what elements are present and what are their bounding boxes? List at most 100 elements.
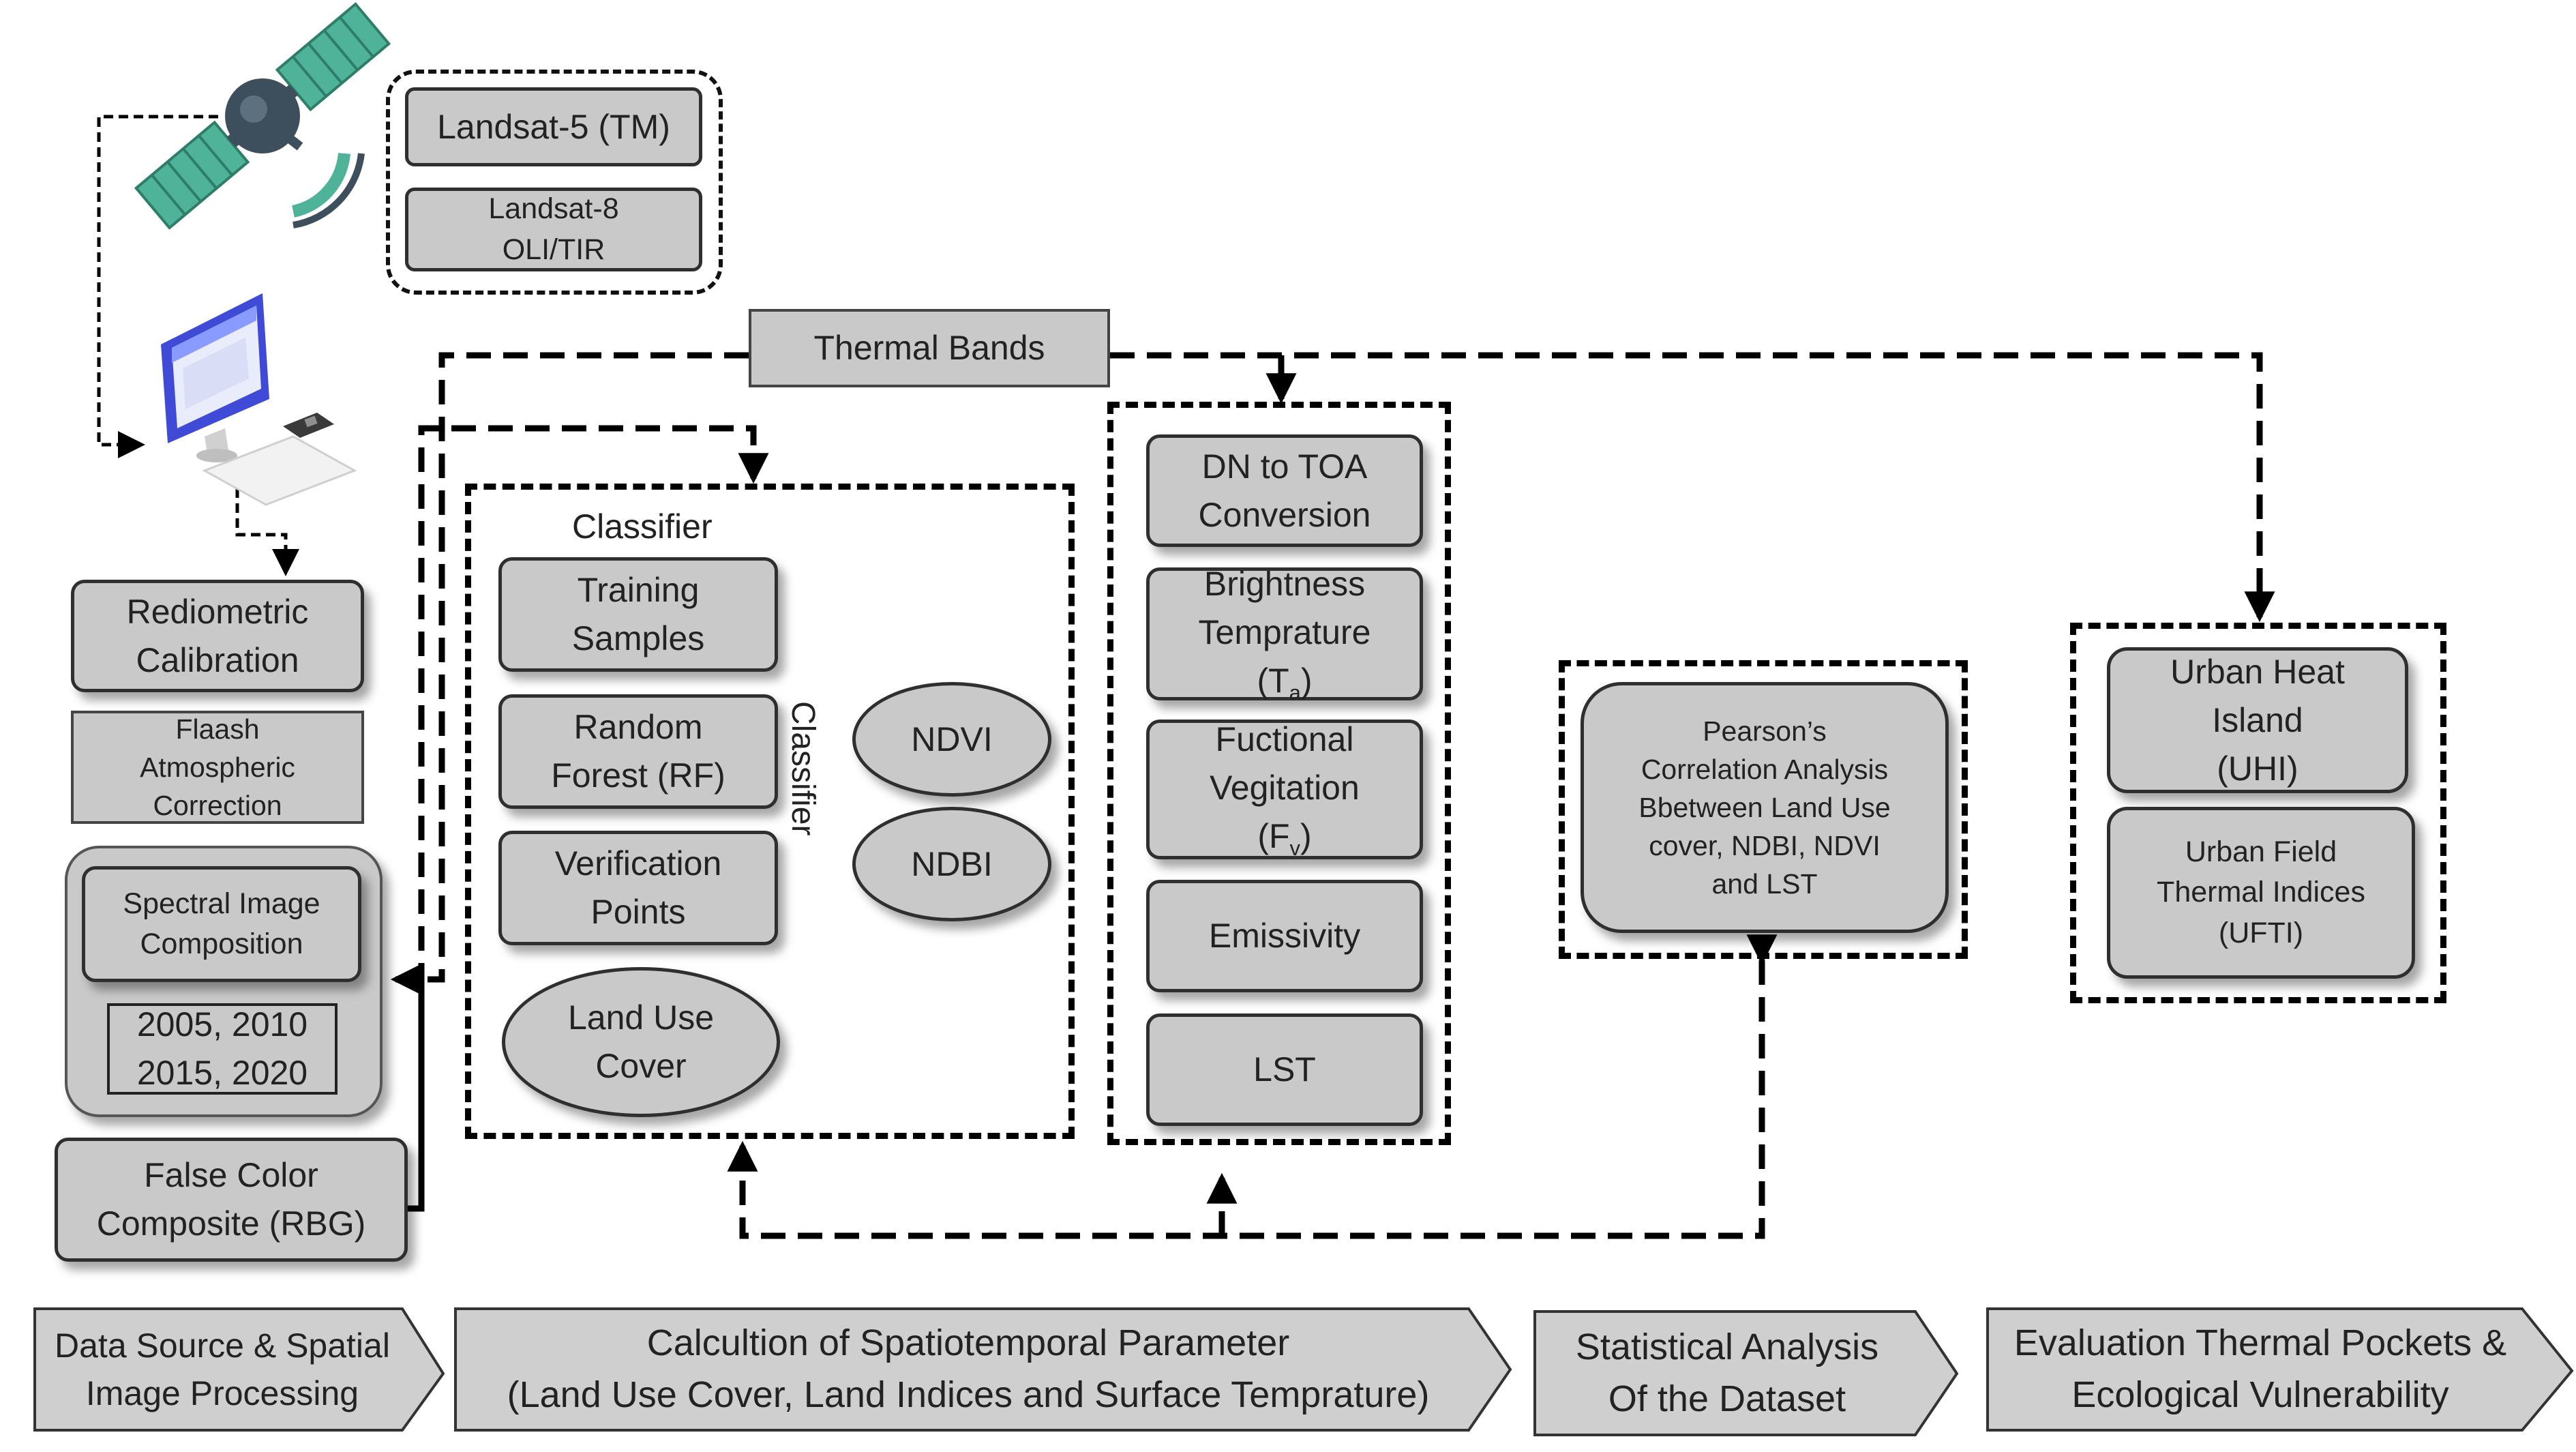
stage-3-line-2: Of the Dataset	[1608, 1378, 1846, 1419]
years-line-1: 2005, 2010	[136, 1005, 308, 1043]
emissivity-box: Emissivity	[1146, 880, 1423, 992]
dn-toa-line-2: Conversion	[1198, 495, 1371, 534]
training-line-1: Training	[577, 571, 700, 609]
stage-chevron-1	[33, 1307, 445, 1432]
brightness-temperature-box: Brightness Temprature (Ta)	[1146, 565, 1423, 705]
ndbi-ellipse: NDBI	[852, 807, 1051, 921]
uhi-line-1: Urban Heat	[2170, 652, 2345, 691]
stage-2-line-1: Calcultion of Spatiotemporal Parameter	[646, 1322, 1290, 1364]
connector-left-to-classifier	[418, 425, 769, 1209]
land-use-line-1: Land Use	[567, 998, 715, 1037]
training-samples-box: Training Samples	[498, 557, 778, 672]
stage-4-line-2: Ecological Vulnerability	[2071, 1374, 2449, 1415]
thermal-bands-box: Thermal Bands	[749, 309, 1110, 387]
uhi-line-2: Island	[2212, 700, 2303, 739]
landsat8-box: Landsat-8 OLI/TIR	[405, 188, 702, 271]
random-forest-line-2: Forest (RF)	[551, 756, 725, 795]
ndbi-label: NDBI	[911, 844, 993, 883]
stage-3-line-1: Statistical Analysis	[1575, 1326, 1879, 1367]
land-use-cover-ellipse: Land Use Cover	[502, 967, 780, 1117]
spectral-image-box: Spectral Image Composition	[82, 866, 361, 982]
lst-calculation-group	[1107, 402, 1451, 1145]
stage-label-4: Evaluation Thermal Pockets & Ecological …	[1991, 1309, 2530, 1430]
stage-1-line-1: Data Source & Spatial	[55, 1327, 390, 1365]
landsat8-line-2: OLI/TIR	[502, 233, 605, 266]
ufti-line-3: (UFTI)	[2218, 916, 2304, 949]
connector-bottom-feedback	[727, 934, 1778, 1239]
random-forest-box: Random Forest (RF)	[498, 694, 778, 809]
radiometric-line-1: Rediometric	[126, 592, 309, 631]
stage-label-2: Calcultion of Spatiotemporal Parameter (…	[470, 1309, 1466, 1430]
verification-points-box: Verification Points	[498, 831, 778, 945]
brightness-line-1: Brightness	[1203, 565, 1366, 603]
data-source-group	[386, 70, 723, 295]
spectral-line-2: Composition	[140, 928, 303, 960]
flaash-line-3: Correction	[153, 790, 282, 822]
radiometric-line-2: Calibration	[136, 640, 299, 679]
stage-label-1: Data Source & Spatial Image Processing	[42, 1309, 403, 1430]
stage-chevron-2	[454, 1307, 1512, 1432]
satellite-icon	[134, 2, 391, 230]
false-color-line-1: False Color	[144, 1156, 318, 1194]
stage-2-line-2: (Land Use Cover, Land Indices and Surfac…	[507, 1374, 1430, 1415]
fractional-line-2: Vegitation	[1210, 769, 1360, 807]
brightness-line-2: Temprature	[1198, 613, 1371, 651]
fractional-vegetation-box: Fuctional Vegitation (Fv)	[1146, 720, 1423, 860]
pearson-line-4: cover, NDBI, NDVI	[1649, 830, 1881, 862]
connector-thermal-to-uhi	[1110, 352, 2275, 623]
fractional-line-1: Fuctional	[1215, 720, 1354, 758]
uhi-line-3: (UHI)	[2217, 749, 2298, 788]
random-forest-line-1: Random	[573, 708, 703, 746]
stage-1-line-2: Image Processing	[85, 1374, 359, 1412]
landsat5-box: Landsat-5 (TM)	[405, 87, 702, 166]
pearson-line-2: Correlation Analysis	[1641, 753, 1889, 785]
radiometric-calibration-box: Rediometric Calibration	[71, 580, 364, 692]
landsat5-label: Landsat-5 (TM)	[437, 107, 670, 146]
computer-workstation-icon	[161, 293, 357, 506]
connector-thermal-to-left	[390, 352, 749, 995]
pearson-line-5: and LST	[1711, 868, 1818, 900]
pearson-correlation-box: Pearson’s Correlation Analysis Bbetween …	[1581, 682, 1949, 933]
dn-toa-line-1: DN to TOA	[1201, 447, 1368, 486]
pearson-line-3: Bbetween Land Use	[1638, 791, 1891, 823]
ndvi-ellipse: NDVI	[852, 682, 1051, 797]
classifier-title: Classifier	[572, 507, 713, 546]
brightness-symbol: (Ta)	[1257, 662, 1313, 705]
lst-label: LST	[1253, 1050, 1316, 1088]
verification-line-2: Points	[590, 893, 686, 931]
verification-line-1: Verification	[554, 844, 722, 883]
ufti-box: Urban Field Thermal Indices (UFTI)	[2107, 807, 2415, 979]
pearson-line-1: Pearson’s	[1703, 715, 1827, 747]
years-line-2: 2015, 2020	[136, 1054, 308, 1092]
connector-computer-to-radiometric	[235, 488, 299, 576]
ufti-line-1: Urban Field	[2185, 835, 2337, 868]
emissivity-label: Emissivity	[1208, 917, 1361, 955]
landsat8-line-1: Landsat-8	[488, 192, 619, 226]
connector-satellite-to-computer	[97, 115, 218, 458]
classifier-side-label: Classifier	[785, 701, 821, 836]
statistical-analysis-group	[1559, 660, 1968, 959]
spectral-line-1: Spectral Image	[123, 887, 320, 920]
ufti-line-2: Thermal Indices	[2157, 876, 2365, 909]
fractional-symbol: (Fv)	[1257, 817, 1312, 860]
stage-chevron-4	[1986, 1307, 2574, 1432]
false-color-line-2: Composite (RBG)	[96, 1204, 366, 1243]
uhi-box: Urban Heat Island (UHI)	[2107, 647, 2408, 793]
training-line-2: Samples	[571, 619, 705, 657]
flaash-correction-box: Flaash Atmospheric Correction	[71, 711, 364, 824]
lst-box: LST	[1146, 1013, 1423, 1126]
thermal-bands-label: Thermal Bands	[813, 329, 1045, 367]
dn-toa-box: DN to TOA Conversion	[1146, 434, 1423, 547]
evaluation-group	[2070, 623, 2446, 1003]
false-color-composite-box: False Color Composite (RBG)	[55, 1138, 408, 1262]
flaash-line-1: Flaash	[175, 713, 260, 745]
stage-4-line-1: Evaluation Thermal Pockets &	[2013, 1322, 2507, 1364]
stage-chevron-3	[1533, 1310, 1959, 1436]
land-use-line-2: Cover	[595, 1047, 687, 1085]
years-box: 2005, 2010 2015, 2020	[107, 1003, 338, 1095]
ndvi-label: NDVI	[911, 720, 993, 758]
stage-label-3: Statistical Analysis Of the Dataset	[1538, 1312, 1917, 1435]
classifier-group	[465, 484, 1075, 1139]
flaash-line-2: Atmospheric	[140, 751, 295, 783]
